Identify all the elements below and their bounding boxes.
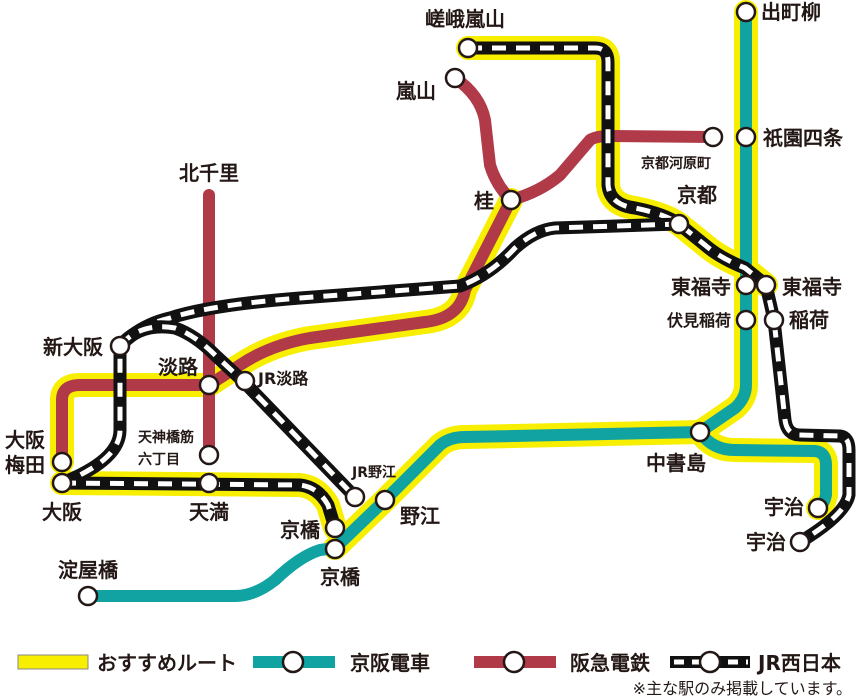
- legend-keihan-station: [281, 650, 305, 674]
- label-inari: 稲荷: [789, 308, 829, 332]
- label-tenjinbashisuji-2: 六丁目: [138, 451, 180, 468]
- label-noe: 野江: [400, 504, 440, 528]
- station-yodoyabashi[interactable]: [77, 585, 99, 607]
- label-tenjinbashisuji-1: 天神橋筋: [138, 429, 194, 446]
- label-yodoyabashi: 淀屋橋: [58, 558, 119, 582]
- label-uji-jr: 宇治: [746, 530, 786, 554]
- station-fushimi-inari[interactable]: [735, 309, 757, 331]
- legend-jr-label: JR西日本: [756, 651, 841, 675]
- station-osaka-umeda[interactable]: [51, 451, 73, 473]
- station-kyobashi-keihan[interactable]: [324, 538, 346, 560]
- label-fushimi-inari: 伏見稲荷: [667, 311, 731, 330]
- legend-note: ※主な駅のみ掲載しています。: [633, 679, 852, 698]
- station-demachiyanagi[interactable]: [735, 1, 757, 23]
- station-jr-awaji[interactable]: [234, 370, 256, 392]
- label-osaka-umeda-1: 大阪: [5, 428, 46, 452]
- station-uji-jr[interactable]: [789, 531, 811, 553]
- station-katsura[interactable]: [500, 189, 522, 211]
- hankyu-line: [56, 72, 719, 468]
- station-labels: 嵯峨嵐山 嵐山 出町柳 祇園四条 京都河原町 京都 北千里 桂 東福寺 東福寺 …: [5, 0, 844, 589]
- label-saga-arashiyama: 嵯峨嵐山: [425, 7, 505, 31]
- stations: [51, 1, 829, 607]
- label-tofukuji-keihan: 東福寺: [671, 275, 731, 299]
- station-uji-keihan[interactable]: [807, 497, 829, 519]
- label-demachiyanagi: 出町柳: [761, 0, 821, 24]
- label-kyoto: 京都: [677, 183, 717, 207]
- label-osaka-umeda-2: 梅田: [5, 453, 45, 477]
- station-kyobashi-jr[interactable]: [324, 517, 346, 539]
- station-jr-noe[interactable]: [344, 486, 366, 508]
- label-jr-noe: JR野江: [351, 464, 396, 481]
- legend-jr-station: [698, 650, 722, 674]
- station-kyoto[interactable]: [668, 213, 690, 235]
- station-gion-shijo[interactable]: [735, 126, 757, 148]
- label-osaka: 大阪: [42, 500, 83, 524]
- label-jr-awaji: JR淡路: [257, 369, 309, 388]
- legend-recommended-label: おすすめルート: [97, 651, 237, 675]
- station-noe[interactable]: [374, 489, 396, 511]
- station-tofukuji-keihan[interactable]: [735, 274, 757, 296]
- station-temma[interactable]: [198, 472, 220, 494]
- station-saga-arashiyama[interactable]: [457, 37, 479, 59]
- station-tofukuji-jr[interactable]: [755, 274, 777, 296]
- legend-hankyu-label: 阪急電鉄: [570, 651, 650, 675]
- legend-recommended-swatch: [17, 654, 89, 670]
- label-katsura: 桂: [473, 189, 494, 213]
- label-awaji: 淡路: [158, 355, 199, 379]
- station-tenjinbashisuji[interactable]: [198, 444, 220, 466]
- label-chushojima: 中書島: [646, 451, 706, 475]
- station-inari[interactable]: [763, 309, 785, 331]
- station-arashiyama[interactable]: [444, 67, 466, 89]
- label-tofukuji-jr: 東福寺: [782, 275, 842, 299]
- label-uji-keihan: 宇治: [764, 495, 804, 519]
- station-awaji[interactable]: [198, 374, 220, 396]
- label-kita-senri: 北千里: [179, 161, 239, 185]
- station-shin-osaka[interactable]: [109, 335, 131, 357]
- label-kyobashi-jr: 京橋: [280, 518, 321, 542]
- legend-keihan-label: 京阪電車: [350, 651, 430, 675]
- label-gion-shijo: 祇園四条: [762, 126, 844, 150]
- label-temma: 天満: [189, 500, 229, 524]
- station-chushojima[interactable]: [689, 421, 711, 443]
- label-kyoto-kawaramachi: 京都河原町: [641, 155, 711, 172]
- station-kyoto-kawaramachi[interactable]: [702, 126, 724, 148]
- label-arashiyama: 嵐山: [396, 79, 436, 103]
- station-osaka[interactable]: [51, 472, 73, 494]
- label-shin-osaka: 新大阪: [43, 335, 104, 359]
- label-kyobashi-keihan: 京橋: [320, 565, 361, 589]
- jr-line: [59, 41, 856, 548]
- legend-hankyu-station: [502, 650, 526, 674]
- legend: おすすめルート 京阪電車 阪急電鉄 JR西日本 ※主な駅のみ掲載しています。: [17, 650, 852, 698]
